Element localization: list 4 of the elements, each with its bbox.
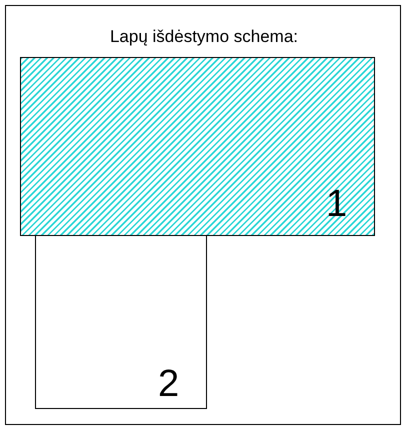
sheet-outline bbox=[35, 235, 207, 409]
hatched-sheet bbox=[20, 57, 375, 236]
sheet-number: 2 bbox=[158, 364, 180, 404]
diagram-title: Lapų išdėstymo schema: bbox=[110, 27, 298, 47]
